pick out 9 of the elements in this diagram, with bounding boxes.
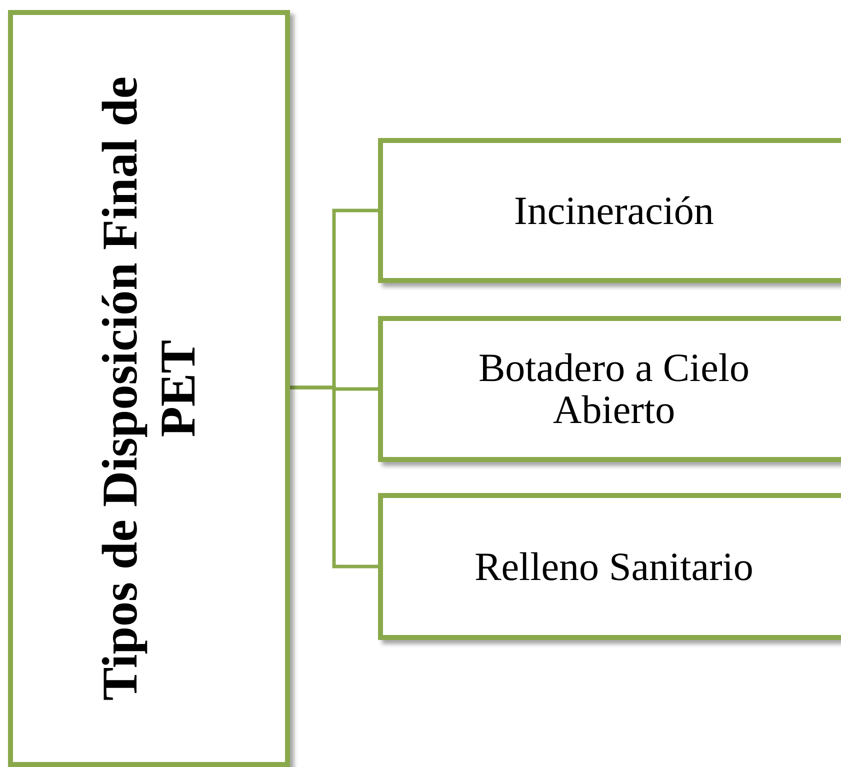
title-box — [8, 10, 290, 767]
category-box — [378, 316, 841, 462]
connector-line — [290, 386, 378, 568]
category-box — [378, 138, 841, 283]
category-label: Relleno Sanitario — [474, 546, 754, 588]
category-box — [378, 493, 841, 640]
title-text: Tipos de Disposición Final de PET — [92, 75, 206, 703]
category-label: Incineración — [513, 190, 715, 232]
category-label: Botadero a Cielo Abierto — [477, 347, 751, 431]
